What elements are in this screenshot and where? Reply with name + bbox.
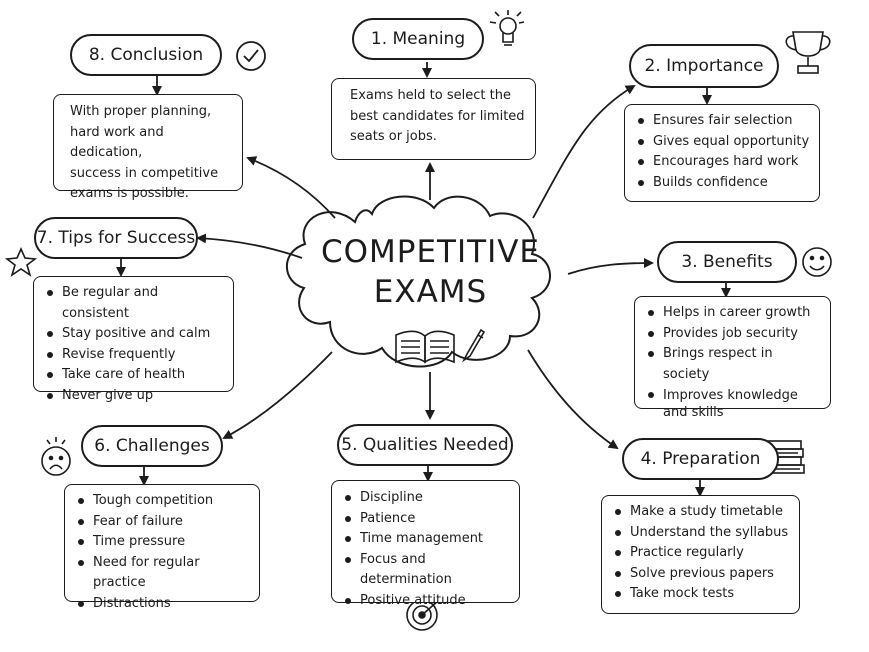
checkmark-icon [236,41,266,71]
importance-item: Builds confidence [637,173,811,194]
central-title: COMPETITIVE EXAMS [318,232,543,312]
benefits-item: Improves knowledge and skills [647,385,822,421]
benefits-card: Helps in career growth Provides job secu… [634,296,831,420]
meaning-text-line: best candidates for limited [350,108,525,124]
qualities-item: Focus and determination [344,550,513,591]
conclusion-title: 8. Conclusion [88,45,204,65]
tips-item: Revise frequently [46,345,227,366]
conclusion-text-line: With proper planning, [70,104,212,119]
tips-title: 7. Tips for Success [36,228,196,248]
conclusion-text-line: hard work and dedication, [70,124,164,161]
challenges-item: Need for regular practice [77,553,253,594]
open-book-icon [395,330,455,364]
trophy-icon [785,31,831,74]
preparation-title-pill: 4. Preparation [622,438,779,480]
importance-title: 2. Importance [644,56,764,76]
meaning-card: Exams held to select the best candidates… [331,78,536,160]
qualities-title: 5. Qualities Needed [341,435,509,455]
benefits-item: Provides job security [647,324,822,345]
importance-item: Encourages hard work [637,152,811,173]
arrow-to-tips [196,233,303,259]
tips-item: Never give up [46,386,227,407]
tips-item: Stay positive and calm [46,324,227,345]
tips-card: Be regular and consistent Stay positive … [33,276,234,403]
challenges-item: Fear of failure [77,512,253,533]
central-title-line2: EXAMS [373,274,488,310]
preparation-item: Make a study timetable [614,502,791,523]
meaning-title: 1. Meaning [370,29,466,49]
challenges-title: 6. Challenges [94,436,210,456]
qualities-item: Time management [344,529,513,550]
qualities-title-pill: 5. Qualities Needed [337,424,513,466]
importance-item: Gives equal opportunity [637,132,811,153]
challenges-item: Time pressure [77,532,253,553]
lightbulb-icon [489,10,525,46]
qualities-item: Discipline [344,488,513,509]
conclusion-card: With proper planning, hard work and dedi… [53,94,243,201]
conclusion-title-pill: 8. Conclusion [70,34,222,76]
sad-face-icon [41,437,71,476]
preparation-card: Make a study timetable Understand the sy… [601,495,800,614]
preparation-item: Take mock tests [614,584,791,605]
conclusion-text-line: success in competitive [70,165,219,181]
importance-item: Ensures fair selection [637,111,811,132]
meaning-text-line: seats or jobs. [350,129,437,144]
conclusion-text-line: exams is possible. [70,186,189,201]
benefits-title-pill: 3. Benefits [657,241,797,283]
central-cloud [286,195,551,368]
arrow-to-importance [532,84,636,219]
tips-item: Take care of health [46,365,227,386]
arrow-to-benefits [567,258,654,275]
challenges-item: Tough competition [77,491,253,512]
qualities-item: Patience [344,509,513,530]
central-title-line1: COMPETITIVE [320,234,541,270]
benefits-item: Brings respect in society [647,344,822,385]
connectors [116,62,731,497]
arrow-to-conclusion [246,156,336,219]
tips-item: Be regular and consistent [46,283,227,324]
preparation-item: Practice regularly [614,543,791,564]
preparation-item: Solve previous papers [614,564,791,585]
challenges-item: Distractions [77,594,253,615]
benefits-title: 3. Benefits [681,252,773,272]
qualities-item: Positive attitude [344,591,513,612]
tips-title-pill: 7. Tips for Success [34,217,198,259]
arrow-to-challenges [222,351,333,439]
preparation-item: Understand the syllabus [614,523,791,544]
pen-icon [461,328,486,363]
importance-card: Ensures fair selection Gives equal oppor… [624,104,820,202]
preparation-title: 4. Preparation [640,449,761,469]
meaning-text-line: Exams held to select the [350,88,511,103]
benefits-item: Helps in career growth [647,303,822,324]
qualities-card: Discipline Patience Time management Focu… [331,480,520,608]
arrow-to-preparation [527,349,619,450]
star-icon [4,247,38,277]
smiley-icon [802,247,832,277]
challenges-title-pill: 6. Challenges [81,425,223,467]
challenges-card: Tough competition Fear of failure Time p… [64,484,260,611]
meaning-title-pill: 1. Meaning [352,18,484,60]
importance-title-pill: 2. Importance [629,44,779,88]
